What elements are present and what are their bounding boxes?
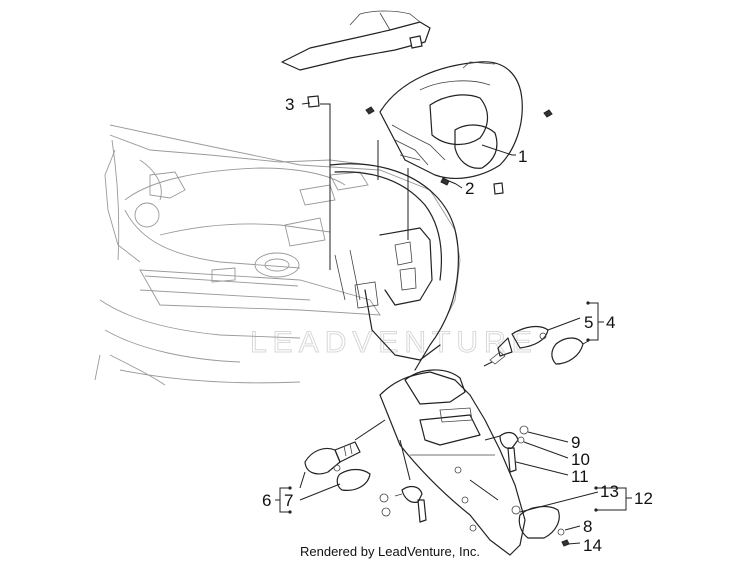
screw-part-2 <box>440 177 457 186</box>
instrument-cover <box>281 10 431 71</box>
wiring-bracket <box>334 227 433 309</box>
callout-labels: 1 2 3 4 5 6 7 8 9 10 11 12 13 14 <box>262 95 653 555</box>
render-credit: Rendered by LeadVenture, Inc. <box>300 544 480 559</box>
callout-13: 13 <box>600 482 619 501</box>
screw-right <box>543 109 553 118</box>
callout-8: 8 <box>583 517 592 536</box>
callout-5: 5 <box>584 313 593 332</box>
callout-3: 3 <box>285 95 294 114</box>
callout-7: 7 <box>284 491 293 510</box>
callout-12: 12 <box>634 489 653 508</box>
callout-10: 10 <box>571 450 590 469</box>
bulb-socket-right <box>499 425 529 473</box>
callout-4: 4 <box>606 313 615 332</box>
side-panel-strip <box>139 269 381 316</box>
tail-fender <box>329 163 526 556</box>
turn-signal-rear-right <box>483 325 584 367</box>
screw-left <box>365 106 375 115</box>
callout-11: 11 <box>571 467 589 486</box>
callout-9: 9 <box>571 433 580 452</box>
tail-light-housing <box>404 369 481 446</box>
callout-2: 2 <box>465 179 474 198</box>
clip-part-3 <box>307 95 320 108</box>
callout-14: 14 <box>583 536 602 555</box>
clip-right <box>493 182 504 195</box>
watermark: LEADVENTURE <box>250 326 538 359</box>
bracket-dots <box>288 301 598 514</box>
rear-body-frame <box>94 124 461 386</box>
callout-1: 1 <box>518 147 527 166</box>
turn-signal-rear-left <box>304 441 371 491</box>
bulb-socket-left <box>379 485 427 523</box>
callout-6: 6 <box>262 491 271 510</box>
leader-lines <box>275 102 632 545</box>
instrument-cluster <box>379 61 523 180</box>
